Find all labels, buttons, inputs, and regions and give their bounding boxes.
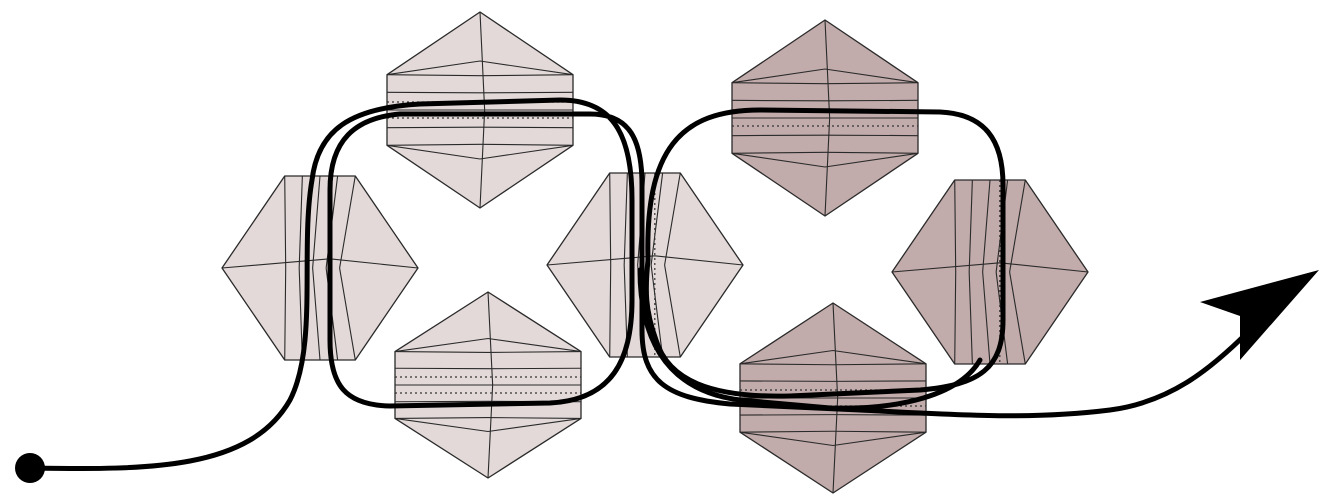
bead-light-right [547,173,743,357]
bead-group [222,12,1088,493]
bead-dark-right [892,180,1088,364]
thread-end-arrowhead [1200,270,1319,360]
bead-light-top [387,12,573,208]
bead-dark-top [732,20,918,216]
thread-start-dot [15,453,45,483]
bead-light-left [222,176,418,360]
bead-light-bottom [395,292,581,478]
